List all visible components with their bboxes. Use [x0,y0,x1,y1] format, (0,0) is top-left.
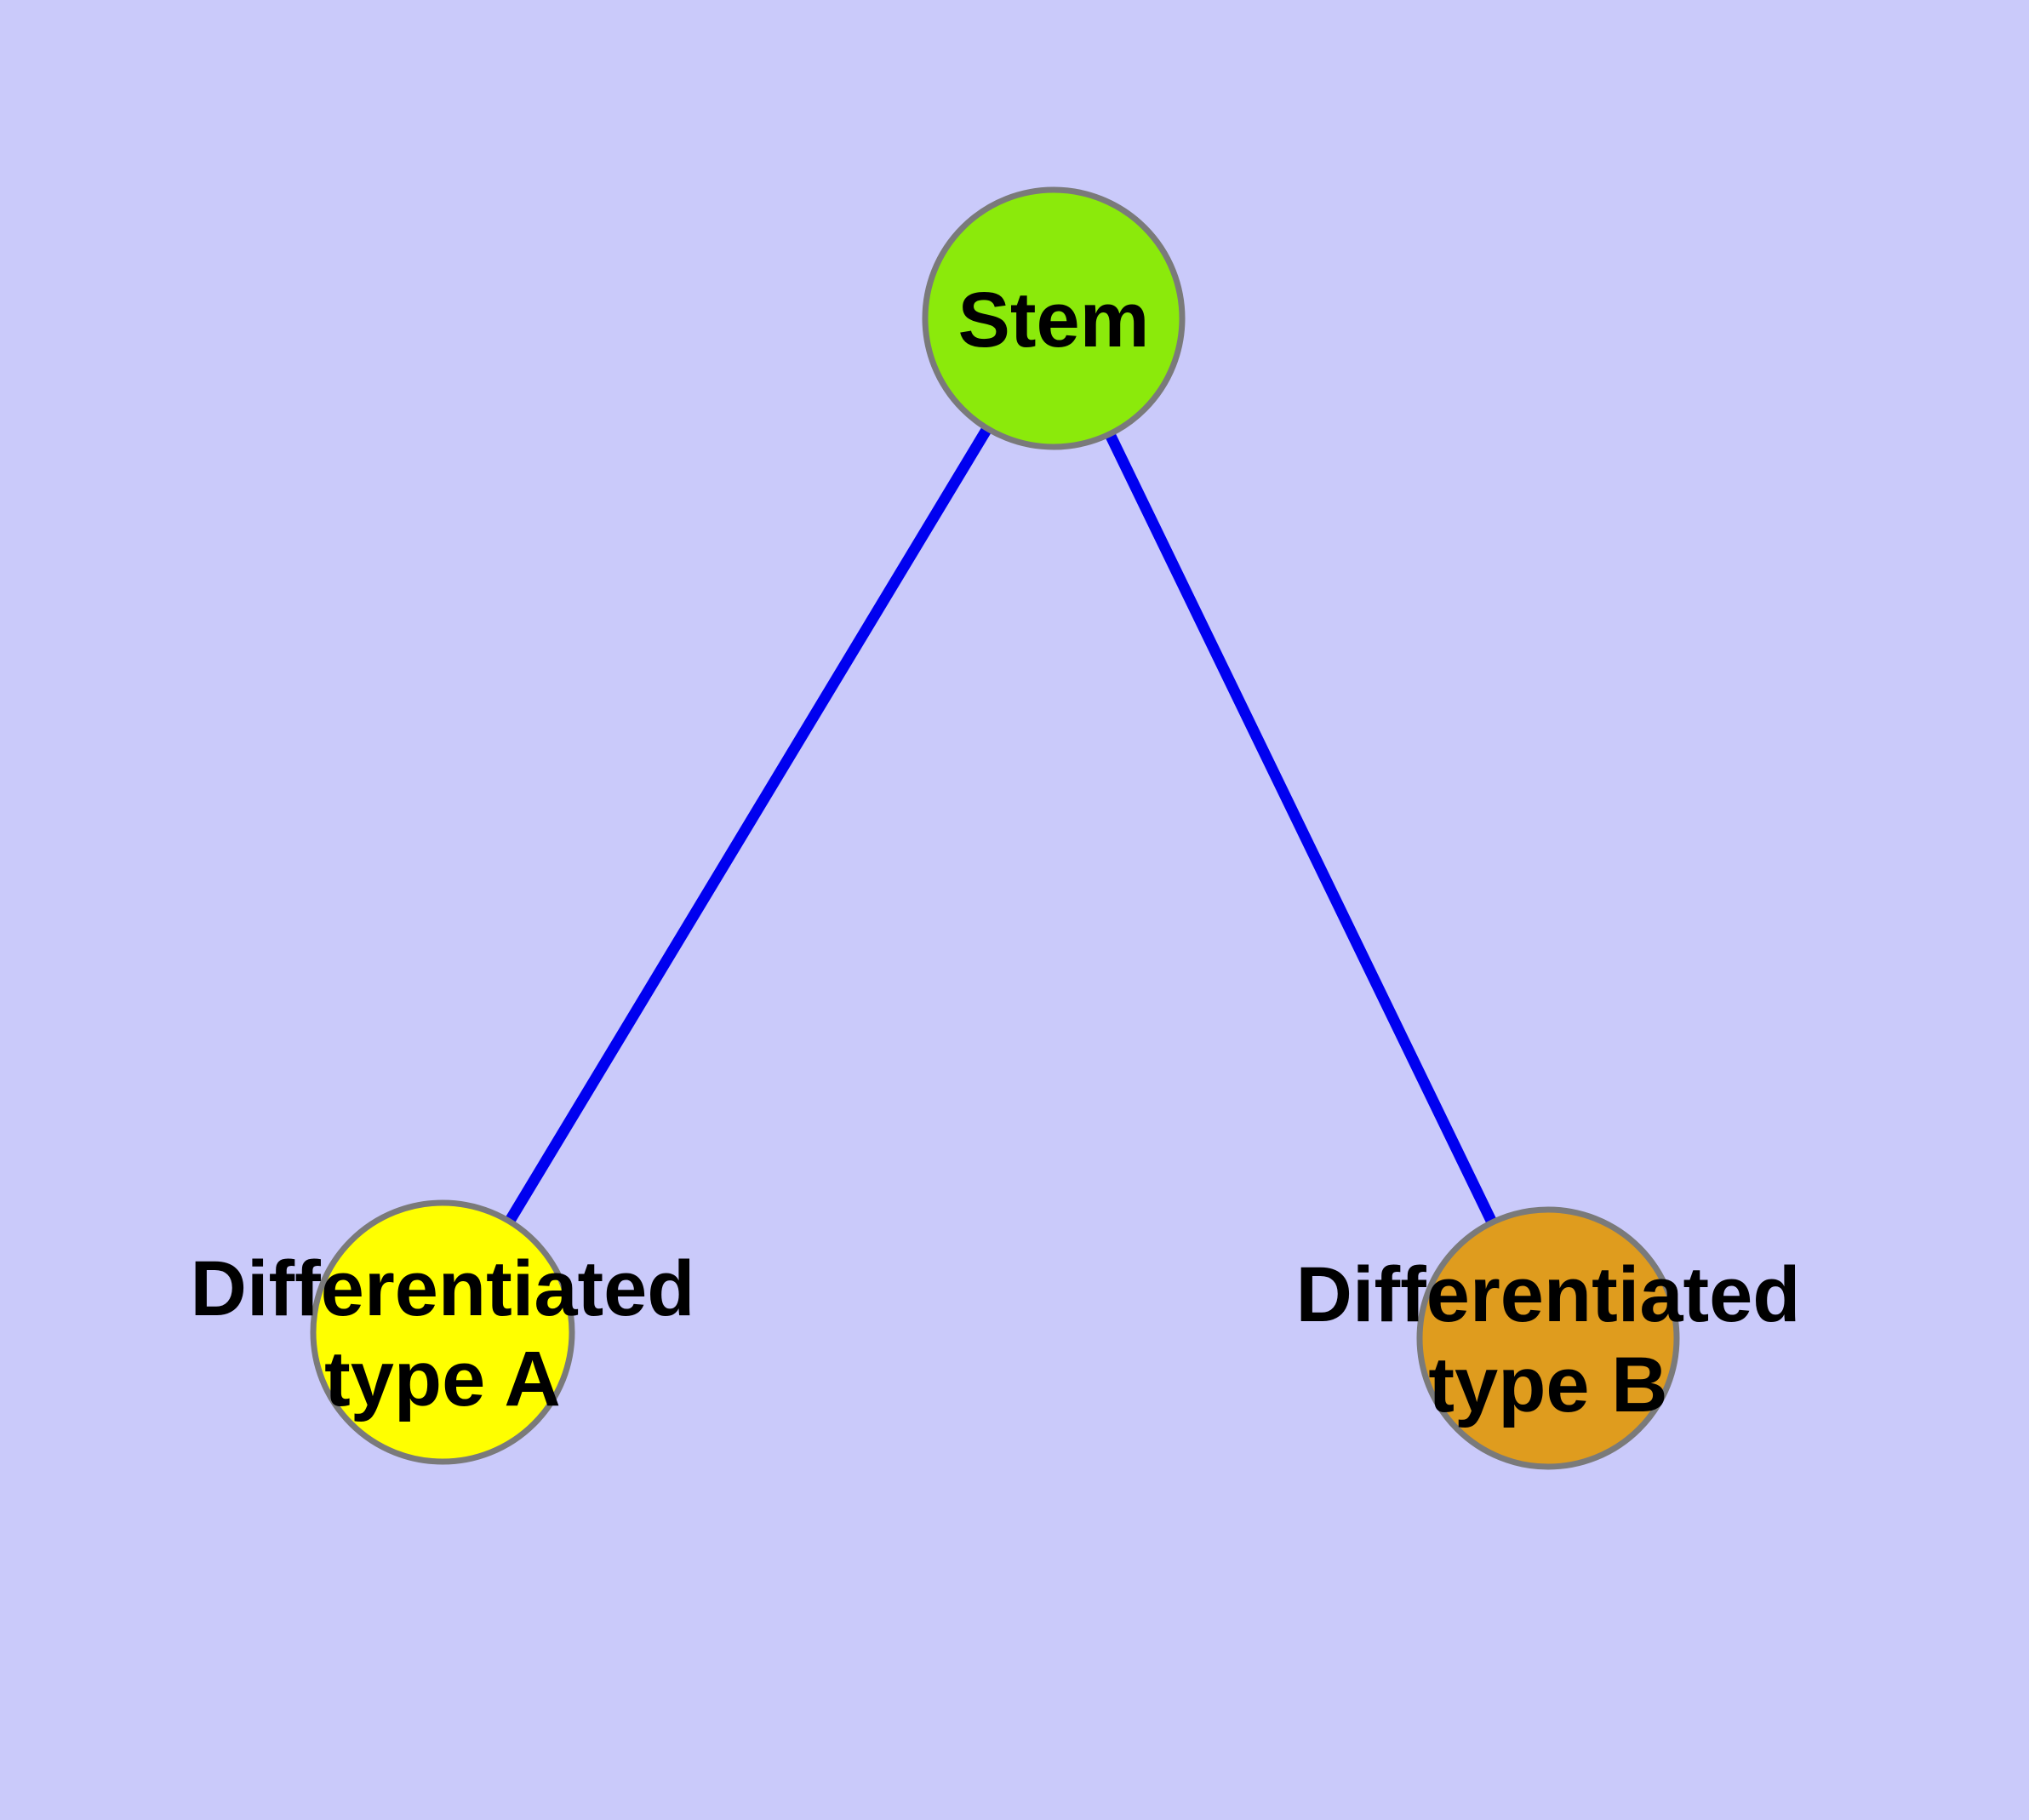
node-stem-label: Stem [958,277,1150,363]
node-stem[interactable] [922,186,1186,450]
node-type-b-label-line1: Differentiated [1296,1251,1801,1338]
edge-stem-to-type-a [437,315,1059,1336]
node-type-b-label-line2: type B [1428,1342,1667,1428]
node-type-a-label-line2: type A [324,1336,561,1422]
node-differentiated-type-b[interactable] [1416,1206,1680,1470]
node-differentiated-type-a[interactable] [310,1199,575,1465]
edge-stem-to-type-b [1049,316,1553,1341]
node-type-a-label-line1: Differentiated [191,1245,695,1332]
